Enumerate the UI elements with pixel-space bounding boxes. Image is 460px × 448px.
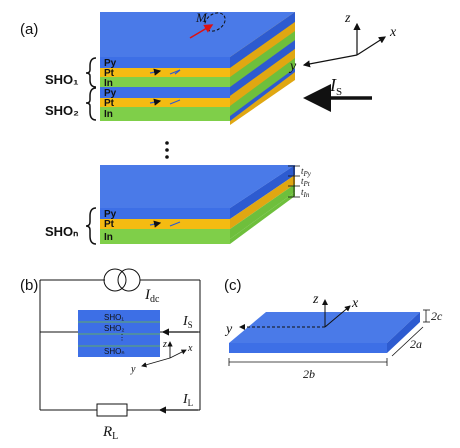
shon-pt-layer: [100, 219, 230, 229]
dim-2a-line: [391, 326, 424, 357]
sho2-pt-label: Pt: [104, 98, 115, 109]
block-shon: SHOₙ: [104, 347, 125, 356]
sho1-py-label: Py: [104, 58, 117, 69]
axes-c: [239, 299, 351, 330]
axis-a-y: y: [288, 59, 297, 74]
rl-label: RL: [102, 424, 118, 442]
lower-stack: Py Pt In: [100, 165, 295, 244]
il-label: IL: [182, 392, 193, 408]
axes-b: [141, 341, 187, 368]
shon-in-layer: [100, 229, 230, 244]
panel-c-label: (c): [224, 277, 242, 294]
magnetization-label: M⃗: [195, 10, 217, 25]
shon-pt-label: Pt: [104, 219, 115, 230]
panel-b: (b) Idc SHO₁ SHO₂ ⋮ SHOₙ IS: [20, 268, 201, 442]
axis-b-z: z: [162, 339, 167, 350]
sho2-brace: [85, 87, 97, 121]
dim-2b-label: 2b: [303, 367, 315, 381]
axis-c-z: z: [312, 292, 319, 307]
sho2-label: SHO₂: [45, 103, 79, 118]
sho2-py-label: Py: [104, 88, 117, 99]
axis-b-x: x: [187, 343, 193, 354]
sho2-in-label: In: [104, 109, 113, 120]
load-resistor: [96, 403, 128, 417]
sho1-brace: [85, 57, 97, 88]
sho1-in-layer: [100, 77, 230, 87]
sho2-py-layer: [100, 87, 230, 98]
dim-2b: [228, 358, 388, 366]
axes-a: [302, 22, 387, 68]
block-sho1: SHO₁: [104, 313, 124, 322]
current-source: [103, 268, 141, 292]
shon-label: SHOₙ: [45, 224, 78, 239]
sho1-pt-layer: [100, 68, 230, 77]
sho2-in-layer: [100, 107, 230, 121]
shon-in-label: In: [104, 232, 113, 243]
spin-arrows-sho2: [149, 98, 181, 106]
t-in-label: tIn: [301, 187, 310, 199]
axis-a-x: x: [389, 25, 397, 40]
axis-a-z: z: [344, 11, 351, 26]
block-dots: ⋮: [118, 333, 126, 342]
is-label: IS: [329, 75, 342, 98]
dim-2c-label: 2c: [431, 309, 443, 323]
block-sho2: SHO₂: [104, 324, 124, 333]
panel-c: (c) z x y 2c 2a 2b: [224, 277, 443, 381]
sho-array-block: [78, 310, 160, 357]
sho1-py-layer: [100, 57, 230, 68]
shon-brace: [85, 207, 97, 245]
sho1-pt-label: Pt: [104, 68, 115, 79]
sho1-in-label: In: [104, 78, 113, 89]
shon-py-label: Py: [104, 209, 117, 220]
slab-front: [229, 343, 387, 353]
panel-a: (a) Py Pt In Py: [20, 10, 397, 245]
t-py-label: tPy: [301, 166, 312, 178]
axis-c-x: x: [351, 296, 359, 311]
panel-b-label: (b): [20, 277, 38, 294]
panel-a-label: (a): [20, 21, 38, 38]
t-pt-label: tPt: [301, 176, 311, 188]
dim-2c: [423, 309, 430, 323]
sho2-pt-layer: [100, 98, 230, 107]
thickness-markers: [288, 165, 300, 198]
axis-c-y: y: [224, 322, 233, 337]
spin-arrows-shon: [149, 220, 181, 228]
sho1-label: SHO₁: [45, 72, 79, 87]
spin-arrows-sho1: [149, 68, 181, 76]
ellipsis-dots: [165, 141, 169, 159]
idc-label: Idc: [144, 287, 160, 305]
slab-side: [387, 312, 420, 353]
dim-2a-label: 2a: [410, 337, 422, 351]
is-label-b: IS: [182, 314, 193, 330]
upper-stack: Py Pt In Py Pt In M⃗: [100, 10, 295, 125]
axis-b-y: y: [130, 364, 136, 375]
shon-py-layer: [100, 208, 230, 219]
